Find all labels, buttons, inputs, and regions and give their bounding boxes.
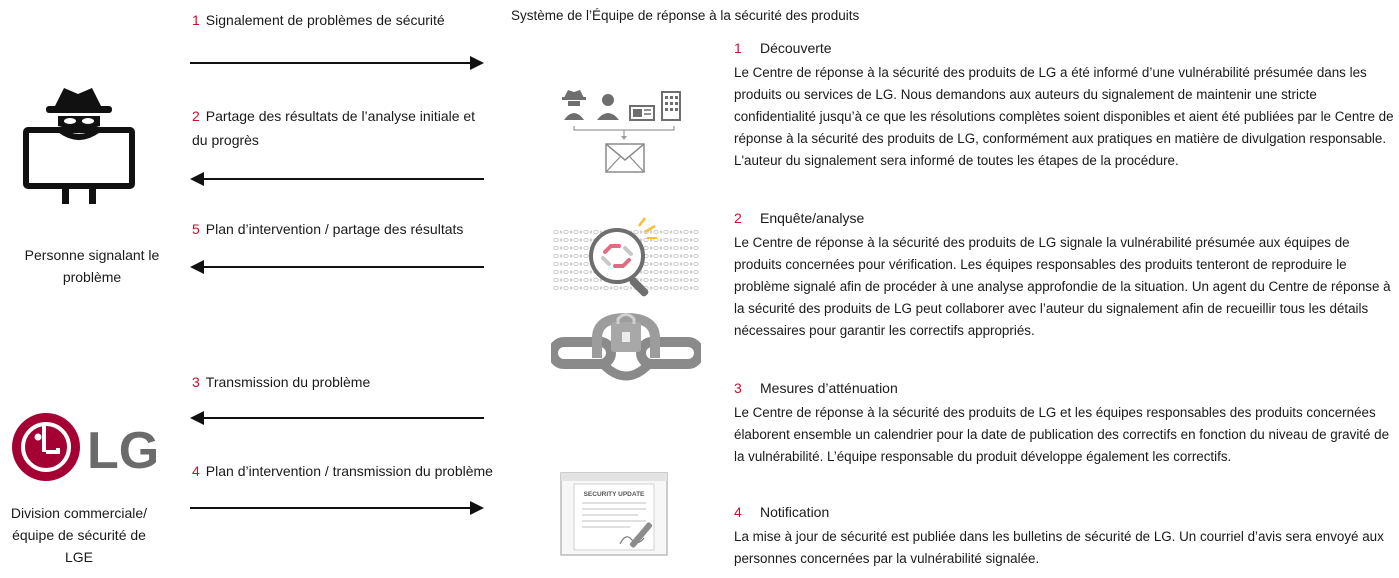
flow-4-arrow	[190, 500, 484, 516]
lge-label: Division commerciale/ équipe de sécurité…	[10, 505, 148, 565]
security-update-doc-title: SECURITY UPDATE	[584, 491, 645, 498]
magnifier-chain-icon	[553, 212, 699, 304]
lg-logo: LG	[11, 412, 161, 482]
security-update-doc-icon: SECURITY UPDATE	[560, 472, 668, 556]
reporter-label: Personne signalant le problème	[24, 247, 160, 285]
flow-5-arrow	[190, 259, 484, 275]
step-1-body: Le Centre de réponse à la sécurité des p…	[734, 65, 1394, 168]
step-3-body: Le Centre de réponse à la sécurité des p…	[734, 405, 1390, 464]
system-title: Système de l’Équipe de réponse à la sécu…	[511, 8, 860, 23]
hacker-icon	[20, 82, 140, 206]
flow-3-arrow	[190, 410, 484, 426]
lg-logo-text: LG	[87, 422, 159, 480]
chain-lock-icon	[548, 312, 704, 392]
reporters-to-mail-icon	[556, 84, 696, 180]
step-4-body: La mise à jour de sécurité est publiée d…	[734, 529, 1384, 566]
step-2-body: Le Centre de réponse à la sécurité des p…	[734, 235, 1391, 338]
flow-1-arrow	[190, 55, 484, 71]
flow-2-arrow	[190, 171, 484, 187]
